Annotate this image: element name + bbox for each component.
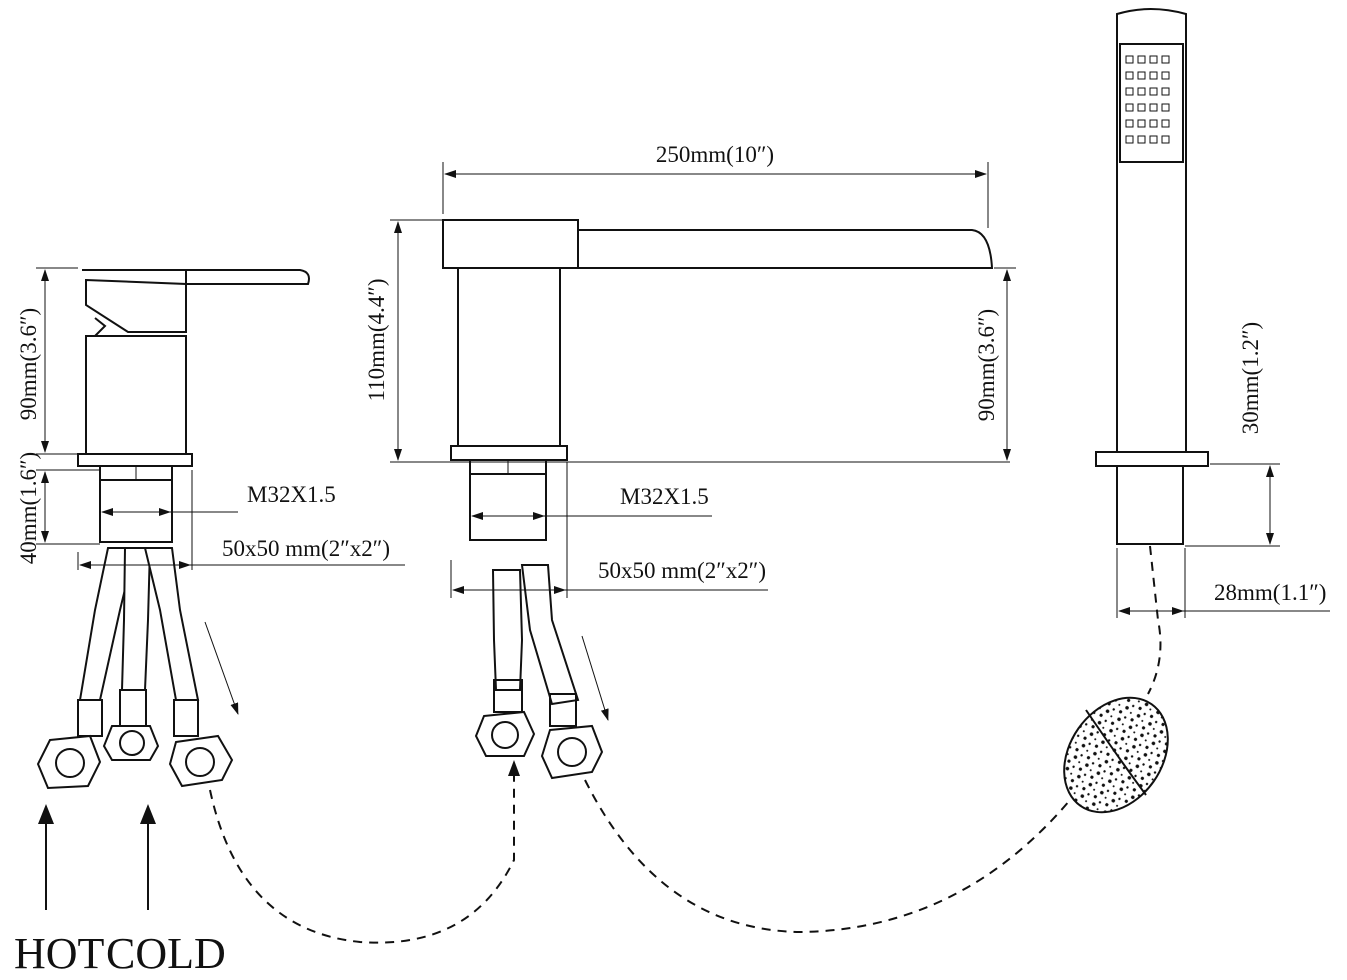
shower-handle [1116, 8, 1187, 453]
shower-dimensions [1116, 463, 1330, 618]
outlet-connector [173, 699, 199, 737]
spout-length-label: 250mm(10″) [656, 142, 774, 167]
valve-thread-label: M32X1.5 [247, 482, 336, 507]
spout-total-height-label: 110mm(4.4″) [364, 278, 389, 401]
flow-paths [204, 545, 1162, 944]
spout-thread-label: M32X1.5 [620, 484, 709, 509]
valve-base-plate [77, 453, 193, 467]
spout-hex-nut-a [474, 710, 536, 757]
spout-body [457, 267, 561, 447]
spout-hose-b [520, 564, 580, 706]
spout-base-plate [450, 445, 568, 461]
cold-label: COLD [106, 929, 226, 978]
mixer-valve [36, 269, 310, 790]
spout-thread [469, 473, 547, 541]
spout-head [442, 219, 579, 269]
spout-height-label: 90mm(3.6″) [974, 309, 999, 421]
valve-handle-pivot [94, 317, 107, 337]
spout-connector-b [549, 693, 577, 727]
hot-connector [77, 699, 103, 737]
cold-hex-nut [102, 725, 160, 761]
supply-arrows [38, 804, 156, 910]
valve-outlet-arrow [204, 621, 239, 715]
outlet-hex-nut [168, 734, 234, 788]
spout-hose-a [491, 569, 524, 691]
spray-nozzles [1125, 55, 1170, 144]
cold-connector [119, 689, 147, 727]
valve-hose-outlet [143, 547, 200, 701]
valve-thread-length-label: 40mm(1.6″) [16, 452, 41, 564]
spout-base-label: 50x50 mm(2″x2″) [598, 558, 766, 583]
valve-thread [99, 479, 173, 543]
valve-hose-cold [120, 547, 152, 691]
valve-to-spout-path [209, 770, 515, 944]
valve-height-label: 90mm(3.6″) [16, 308, 41, 420]
shower-base-flange [1095, 451, 1209, 467]
spout-dimensions [390, 162, 1016, 598]
hot-label: HOT [14, 929, 105, 978]
valve-base-label: 50x50 mm(2″x2″) [222, 536, 390, 561]
shower-base-width-label: 28mm(1.1″) [1214, 580, 1326, 605]
shower-base-height-label: 30mm(1.2″) [1238, 322, 1263, 434]
spout-to-shower-path [584, 779, 1071, 934]
spout-diverter-arrow [581, 635, 609, 721]
ball-seam [1085, 709, 1147, 796]
spout-connector-a [493, 679, 523, 713]
spout-arm [578, 229, 994, 269]
valve-body [85, 335, 187, 455]
hot-hex-nut [36, 734, 102, 790]
shower-hose-path [1147, 545, 1162, 695]
shower-spray-face [1119, 43, 1184, 163]
shower-base-body [1116, 465, 1184, 545]
tub-spout [442, 219, 994, 780]
hand-shower [1063, 8, 1209, 814]
valve-handle-lever [82, 269, 310, 285]
spout-hex-nut-b [540, 724, 604, 780]
valve-dimensions [36, 267, 405, 570]
valve-handle-block [85, 278, 187, 333]
